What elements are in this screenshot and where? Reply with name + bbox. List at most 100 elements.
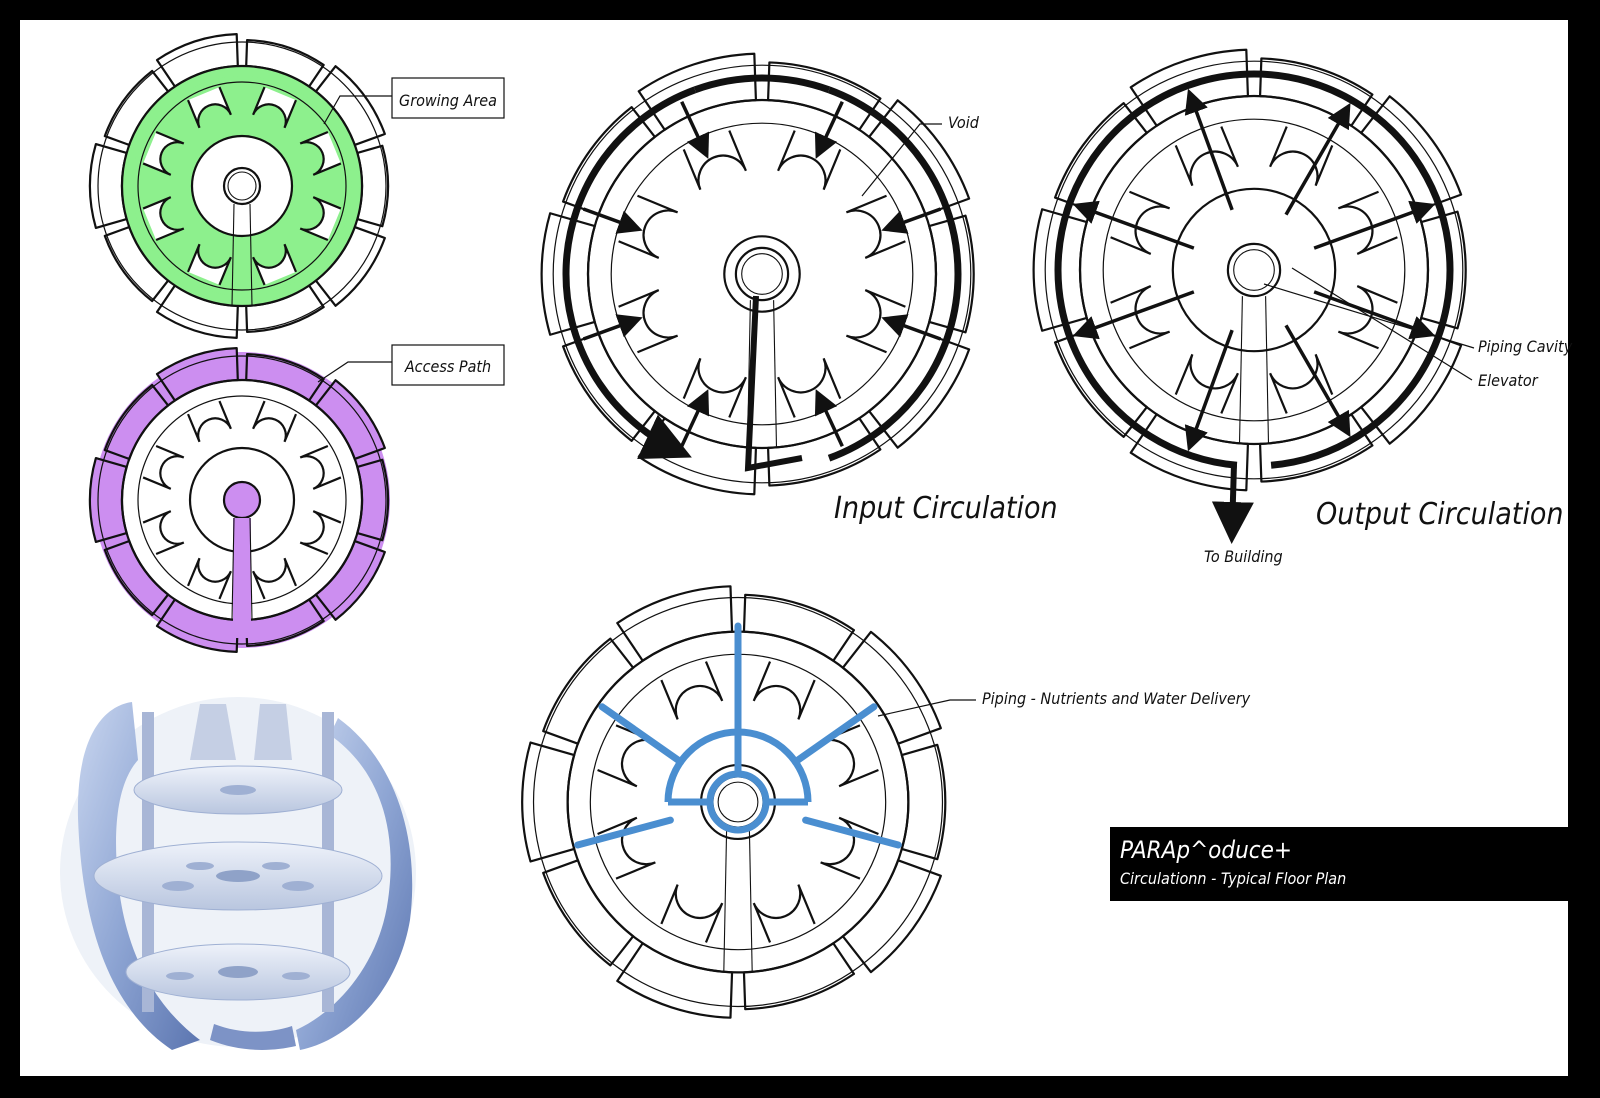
- label-access-path: Access Path: [404, 357, 491, 376]
- mid-ring: [137, 81, 347, 291]
- label-elevator: Elevator: [1478, 371, 1539, 390]
- growing-area-fill: [122, 66, 362, 306]
- elevator-shaft-inner: [1233, 249, 1275, 291]
- input-radial-arrow: [680, 101, 710, 159]
- label-growing-area: Growing Area: [399, 91, 497, 110]
- planting-bay: [142, 196, 185, 241]
- outer-ring: [1044, 60, 1464, 480]
- outer-ring: [97, 41, 387, 331]
- corridor-line: [723, 827, 728, 973]
- mid-ring: [610, 122, 914, 426]
- output-radial-arrow: [1313, 290, 1436, 340]
- output-radial-arrow: [1184, 88, 1234, 211]
- corridor-line: [1265, 296, 1270, 445]
- input-radial-arrow: [582, 207, 643, 234]
- planting-bay: [299, 131, 342, 176]
- planting-bay: [752, 884, 816, 943]
- label-to-building: To Building: [1204, 547, 1283, 566]
- planting-bay: [142, 510, 185, 555]
- elevator-shaft-inner: [741, 253, 783, 295]
- label-piping-cavity: Piping Cavity: [1478, 337, 1573, 356]
- plan-growing-area: [88, 32, 390, 340]
- input-radial-arrow: [680, 389, 710, 447]
- outer-ring: [97, 355, 387, 645]
- piping-branch: [598, 703, 685, 766]
- planting-bay: [1269, 126, 1334, 187]
- callout-piping: Piping - Nutrients and Water Delivery: [877, 689, 1251, 717]
- input-radial-arrow: [582, 314, 643, 341]
- planting-bay: [187, 243, 232, 286]
- project-title: PARAp^oduce+: [1120, 836, 1292, 864]
- planting-bay: [252, 557, 297, 600]
- corridor-line: [1238, 296, 1243, 445]
- output-to-building-path: [1211, 463, 1254, 544]
- planting-bay: [1174, 353, 1239, 414]
- sheet-subtitle: Circulationn - Typical Floor Plan: [1120, 869, 1346, 888]
- corridor-line: [748, 827, 753, 973]
- output-radial-arrow: [1072, 200, 1195, 250]
- piping-branch: [791, 703, 878, 766]
- corridor-line: [231, 203, 235, 307]
- planting-bay: [299, 510, 342, 555]
- elevator-shaft: [222, 166, 262, 206]
- outer-ring: [552, 64, 972, 484]
- planting-bay: [299, 196, 342, 241]
- input-perimeter-path: [693, 74, 831, 94]
- planting-bay: [1174, 126, 1239, 187]
- inner-ring: [120, 64, 364, 308]
- output-radial-arrow: [1284, 324, 1351, 438]
- input-perimeter-path: [562, 86, 697, 459]
- planting-bay: [142, 445, 185, 490]
- inner-ring: [586, 98, 938, 450]
- planting-bay: [1110, 190, 1171, 255]
- output-radial-arrow: [1072, 290, 1195, 340]
- elevator-shaft: [734, 246, 790, 302]
- planting-bay: [252, 400, 297, 443]
- corridor-line: [249, 203, 253, 307]
- planting-bay: [142, 131, 185, 176]
- piping-network: [574, 622, 902, 849]
- planting-bay: [252, 86, 297, 129]
- outer-wall-segment: [521, 741, 576, 863]
- callout-access-path: Access Path: [317, 344, 505, 386]
- elevator-shaft: [1226, 242, 1282, 298]
- corridor-line: [249, 517, 253, 621]
- planting-bay: [187, 557, 232, 600]
- planting-bay: [187, 400, 232, 443]
- input-radial-arrow: [881, 207, 942, 234]
- elevator-shaft: [222, 480, 262, 520]
- elevator-shaft-inner: [227, 171, 257, 201]
- planting-bay: [752, 661, 816, 720]
- output-radial-arrow: [1313, 200, 1436, 250]
- planting-bay: [660, 661, 724, 720]
- label-void: Void: [948, 113, 980, 132]
- planting-bay: [187, 86, 232, 129]
- input-circulation-arrows: [562, 74, 962, 472]
- title-block: PARAp^oduce+ Circulationn - Typical Floo…: [1110, 827, 1568, 901]
- output-perimeter-path: [1054, 70, 1454, 469]
- output-circulation-arrows: [1054, 70, 1454, 544]
- mid-ring: [1102, 118, 1406, 422]
- planting-bay: [1337, 285, 1398, 350]
- planting-bay: [1337, 190, 1398, 255]
- render-3d-model: [60, 697, 416, 1050]
- plan-access-path: [88, 346, 390, 654]
- inner-ring: [1078, 94, 1430, 446]
- access-corridor: [233, 518, 251, 638]
- elevator-shaft-inner: [717, 781, 759, 823]
- output-radial-arrow: [1184, 329, 1234, 452]
- callout-elevator: Elevator: [1291, 267, 1539, 390]
- piping-branch: [802, 816, 902, 849]
- callout-void: Void: [861, 113, 980, 197]
- planting-bay: [660, 884, 724, 943]
- corridor-line: [773, 300, 778, 449]
- outer-ring: [532, 596, 944, 1008]
- planting-bay: [252, 243, 297, 286]
- planting-bay: [1110, 285, 1171, 350]
- input-riser-path: [744, 295, 803, 472]
- input-perimeter-path: [827, 86, 962, 462]
- corridor-line: [231, 517, 235, 621]
- input-radial-arrow: [814, 389, 844, 447]
- output-radial-arrow: [1284, 102, 1351, 216]
- caption-input-circulation: Input Circulation: [834, 491, 1058, 526]
